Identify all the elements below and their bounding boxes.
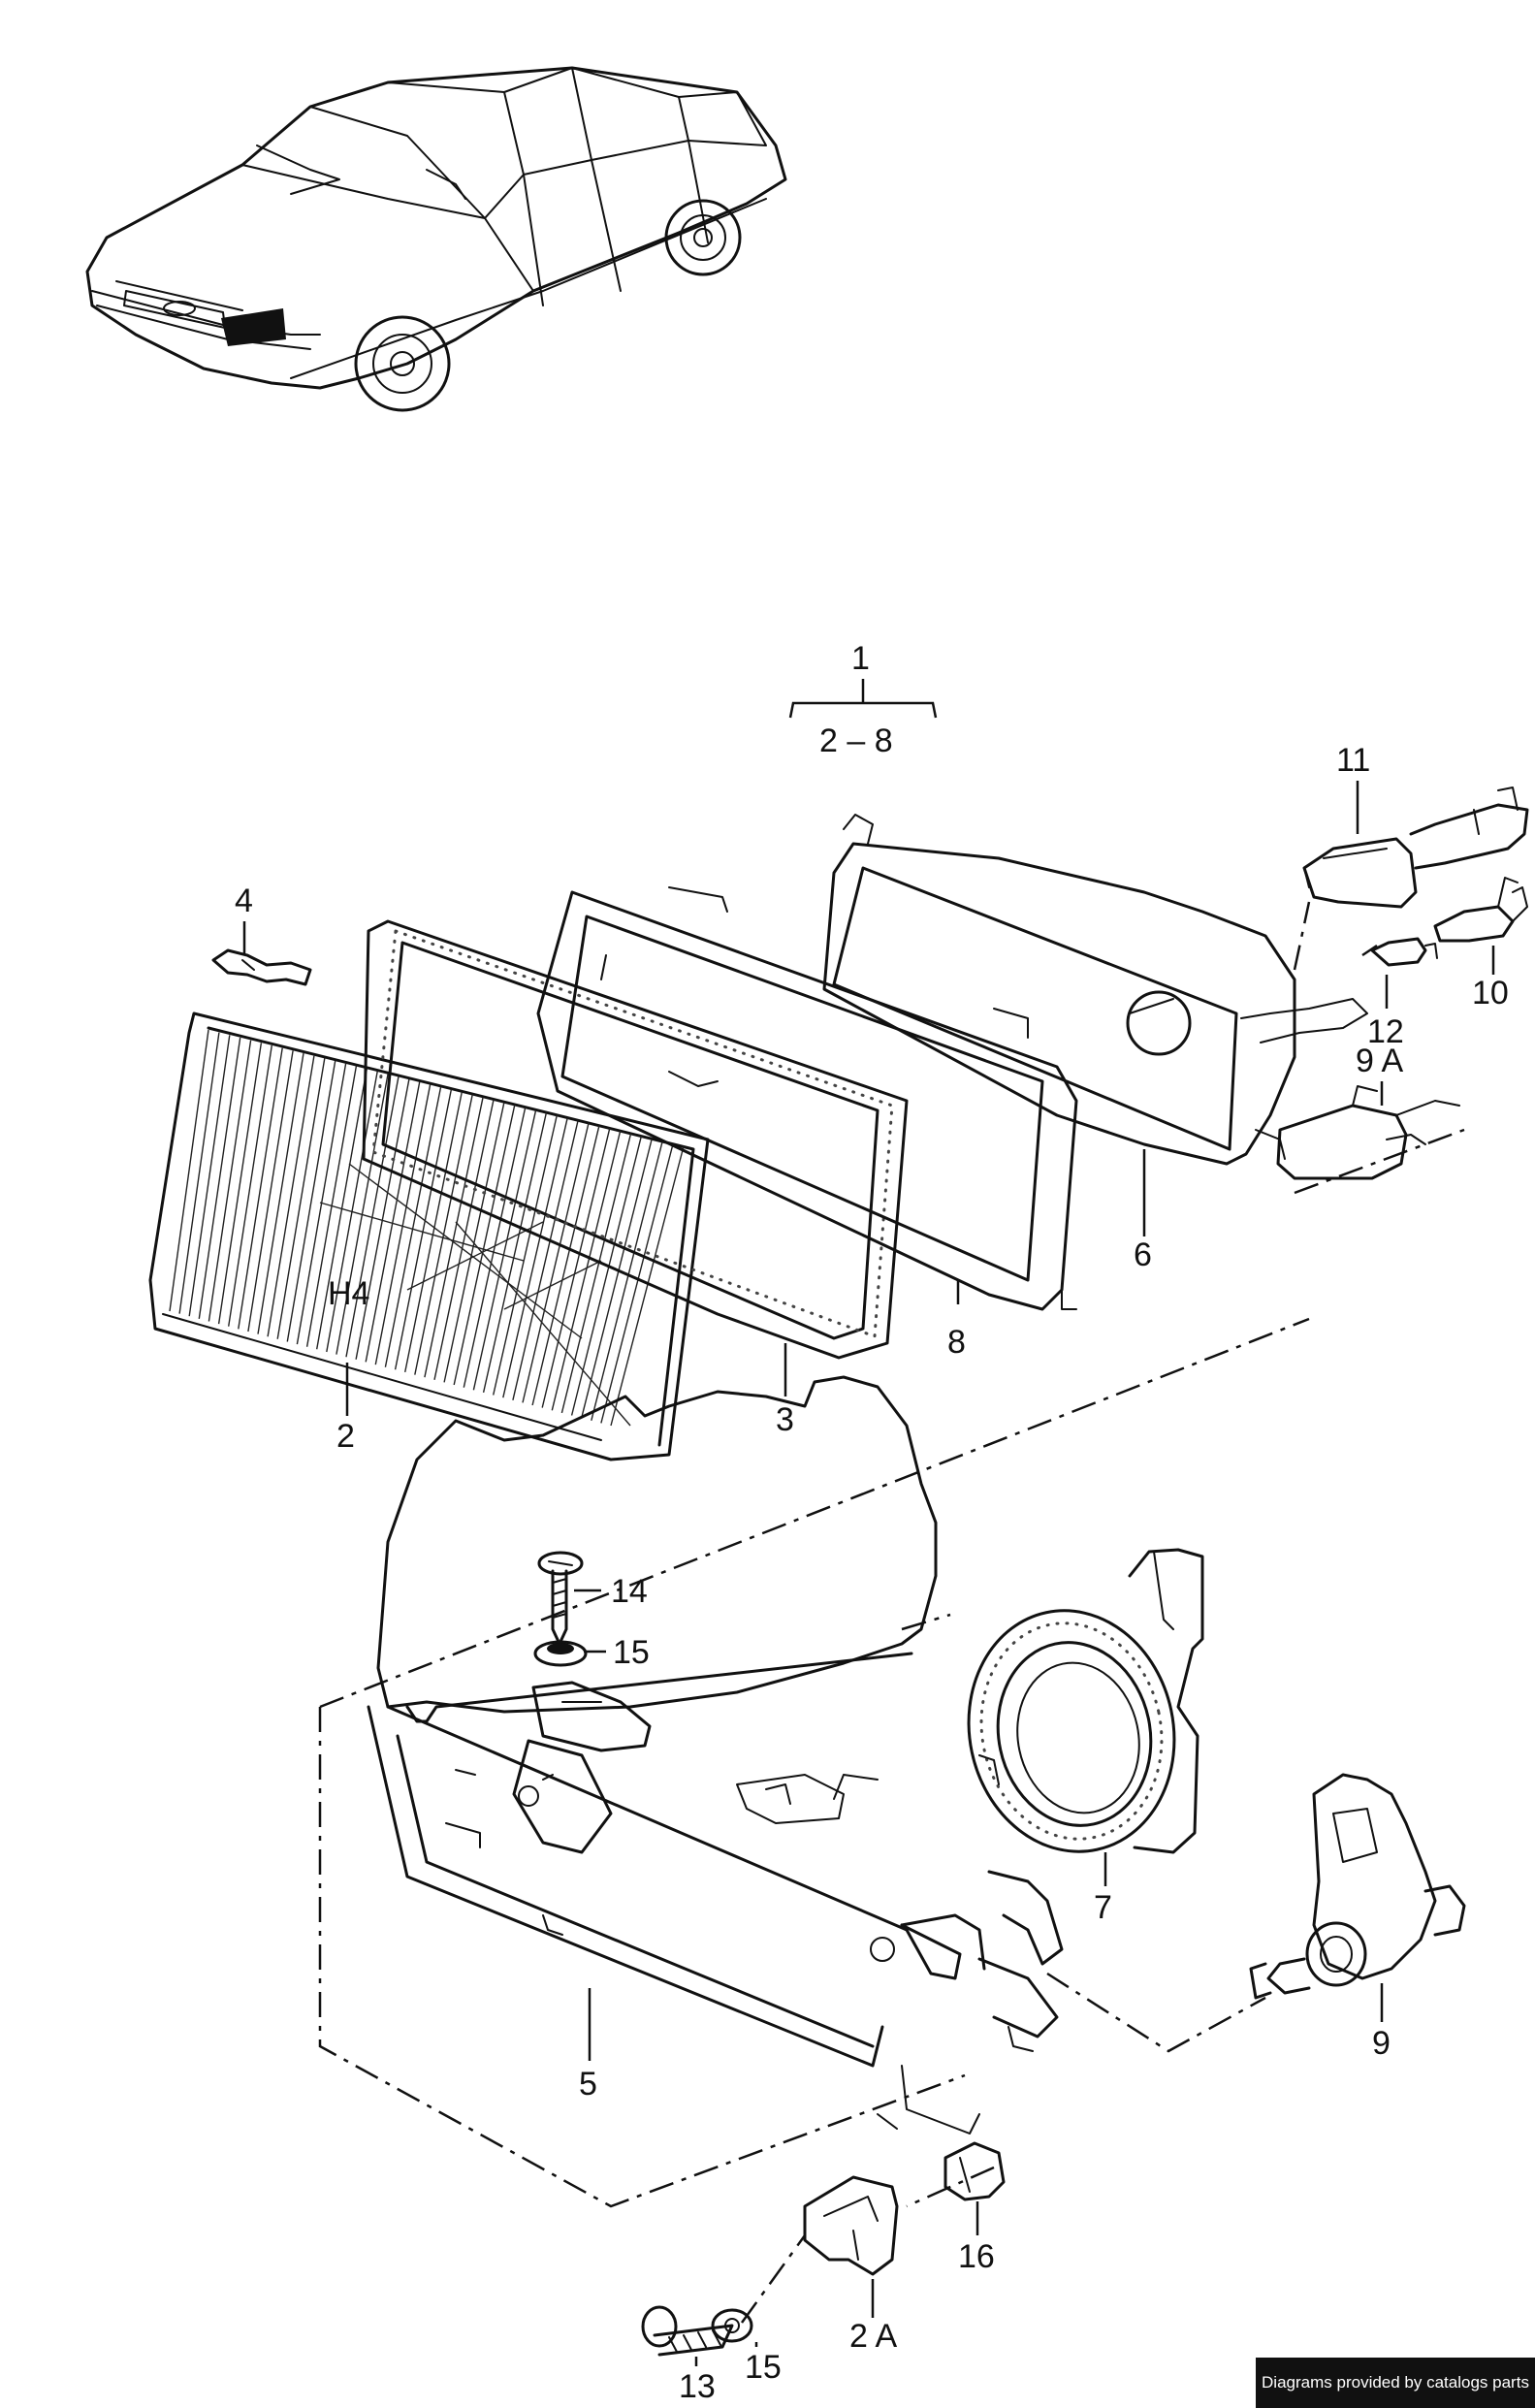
bulb-retaining-ring — [967, 1548, 1204, 1854]
assembly-lines — [318, 901, 1465, 2324]
lens-hatch-line — [453, 1105, 516, 1386]
callout-labels: 4 2 3 8 6 11 12 10 9 A 14 15 7 5 9 16 2 … — [235, 742, 1509, 2405]
lens-hatch-line — [551, 1130, 622, 1411]
lens-hatch-line — [169, 1029, 209, 1312]
lens-hatch-line — [502, 1117, 568, 1398]
lens-hatch-line — [188, 1035, 231, 1317]
lens-hatch-line — [600, 1143, 674, 1424]
lens-hatch-line — [581, 1138, 653, 1419]
headlamp-adjuster — [1249, 1773, 1466, 2000]
callout-6: 6 — [1134, 1236, 1152, 1273]
retaining-clip — [211, 948, 312, 986]
lens-hatch-line — [493, 1114, 558, 1396]
callout-10: 10 — [1472, 975, 1509, 1011]
car-illustration — [85, 66, 787, 412]
headlamp-housing — [367, 1375, 1064, 2135]
lens-hatch-line — [482, 1112, 548, 1394]
lens-facet-line — [406, 1221, 544, 1291]
lens-hatch-line — [247, 1050, 294, 1332]
adjuster-connector — [1276, 1085, 1460, 1180]
diagram-credit: Diagrams provided by catalogs parts — [1256, 2358, 1535, 2408]
lens-hatch-line — [522, 1122, 590, 1403]
lens-hatch-line — [560, 1133, 632, 1414]
callout-2: 2 — [336, 1418, 355, 1455]
reflector-housing — [822, 814, 1368, 1166]
screw-and-washer-bottom — [641, 2305, 753, 2357]
lens-hatch-line — [433, 1099, 495, 1380]
callout-14: 14 — [611, 1573, 648, 1610]
callout-13: 13 — [679, 2368, 716, 2405]
callout-15-top: 15 — [613, 1634, 650, 1671]
h4-bulb — [1302, 787, 1529, 909]
lens-hatch-line — [424, 1097, 484, 1378]
lens-hatch-line — [228, 1044, 272, 1327]
callout-9: 9 — [1372, 2025, 1391, 2062]
lens-hatch-line — [365, 1081, 421, 1363]
group-bracket: 1 2 – 8 — [788, 640, 938, 759]
lens-hatch-line — [355, 1078, 410, 1360]
group-label-top: 1 — [851, 640, 870, 677]
callout-12: 12 — [1367, 1013, 1404, 1050]
lens-hatch-line — [238, 1047, 283, 1330]
lens-hatch-line — [217, 1043, 263, 1325]
lens-facet-line — [348, 1163, 583, 1339]
callout-2a: 2 A — [849, 2318, 897, 2355]
headlamp-lens: H4 — [148, 1011, 710, 1461]
mounting-bracket — [803, 2175, 899, 2276]
lens-hatch-line — [394, 1089, 453, 1370]
lens-hatch-line — [512, 1120, 579, 1400]
lens-facet-line — [503, 1260, 602, 1310]
lens-hatch-line — [267, 1055, 315, 1337]
callout-15-bottom: 15 — [745, 2349, 782, 2386]
lens-hatching — [169, 1029, 685, 1427]
lens-facet-line — [319, 1202, 525, 1262]
headlamp-seal — [362, 919, 909, 1360]
callout-4: 4 — [235, 883, 253, 919]
lens-hatch-line — [570, 1136, 643, 1416]
lens-hatch-line — [404, 1091, 463, 1373]
lens-hatch-line — [276, 1058, 326, 1339]
callout-11: 11 — [1336, 742, 1370, 779]
lens-facet-line — [455, 1221, 631, 1427]
lens-hatch-line — [443, 1102, 505, 1383]
callout-5: 5 — [579, 2066, 597, 2103]
callout-16: 16 — [958, 2238, 995, 2275]
lens-hatch-line — [198, 1037, 241, 1320]
lens-hatch-line — [463, 1107, 527, 1388]
lens-hatch-line — [208, 1040, 252, 1322]
callout-8: 8 — [947, 1324, 966, 1361]
callout-7: 7 — [1094, 1889, 1112, 1926]
group-label-range: 2 – 8 — [819, 722, 893, 759]
lens-h4-mark: H4 — [328, 1275, 369, 1312]
lens-hatch-line — [591, 1140, 663, 1421]
bulb-holder — [1433, 877, 1528, 943]
lens-hatch-line — [257, 1052, 304, 1334]
callout-3: 3 — [776, 1401, 794, 1438]
callout-9a: 9 A — [1356, 1043, 1403, 1079]
screw-and-washer-top — [533, 1551, 588, 1667]
lens-hatch-line — [384, 1086, 442, 1367]
parking-bulb — [1370, 937, 1438, 967]
lens-hatch-line — [286, 1060, 336, 1342]
lens-hatch-line — [610, 1145, 685, 1427]
leader-lines — [242, 781, 1495, 2366]
lens-hatch-line — [541, 1128, 611, 1408]
lens-hatch-line — [345, 1076, 400, 1358]
lens-hatch-line — [374, 1083, 432, 1365]
clip-nut — [943, 2141, 1006, 2201]
lens-hatch-line — [472, 1109, 537, 1391]
lens-hatch-line — [178, 1032, 220, 1314]
lens-hatch-line — [531, 1125, 600, 1406]
lens-hatch-line — [296, 1063, 347, 1345]
